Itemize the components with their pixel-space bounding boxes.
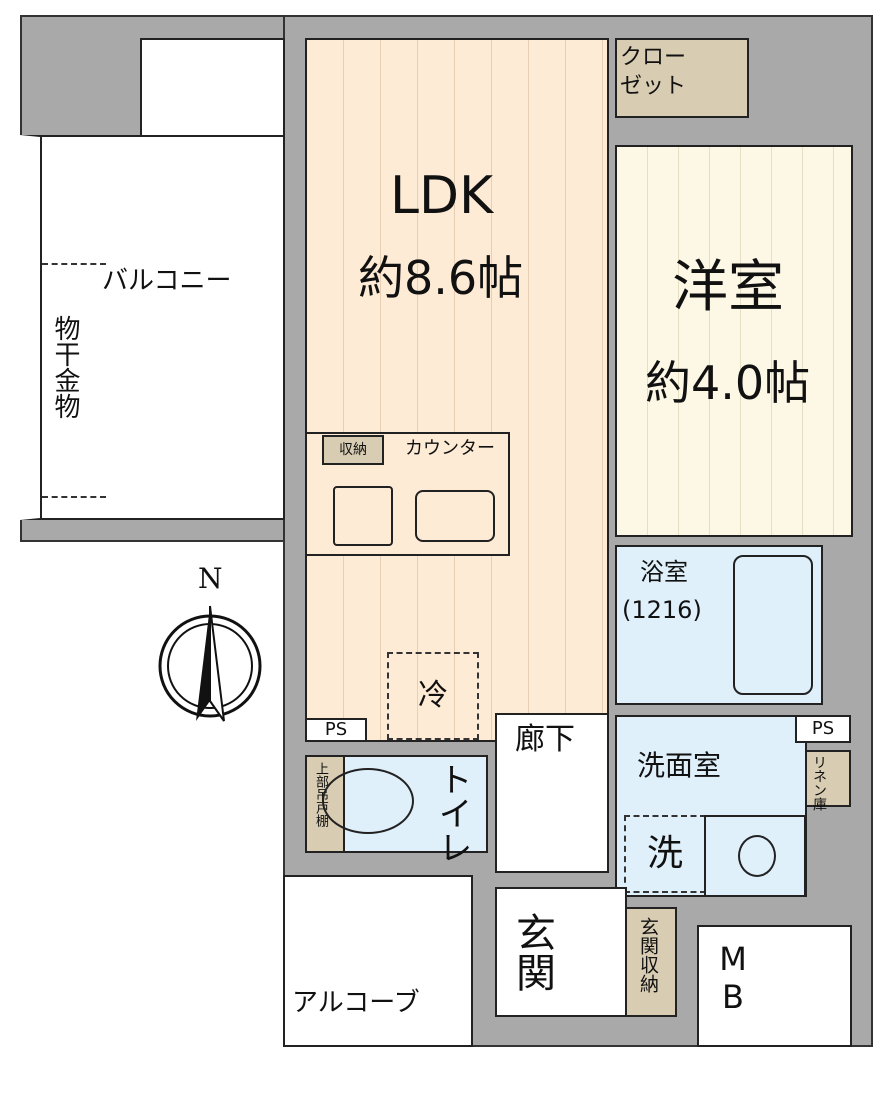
stove-icon — [333, 486, 393, 546]
washroom-label: 洗面室 — [637, 749, 722, 782]
hallway — [495, 713, 609, 873]
washer-space: 洗 — [624, 815, 706, 893]
western-size: 約4.0帖 — [645, 356, 811, 410]
ldk-size: 約8.6帖 — [358, 251, 524, 305]
ps-right: PS — [795, 715, 851, 743]
drying-hardware-label: 物干金物 — [50, 315, 80, 419]
storage: 収納 — [322, 435, 384, 465]
bath-size: (1216) — [622, 596, 702, 624]
balcony — [20, 135, 285, 520]
north-label: N — [198, 562, 223, 595]
bathtub-icon — [733, 555, 813, 695]
fridge-space: 冷 — [387, 652, 479, 740]
mb-label: MB — [714, 940, 752, 1016]
counter-label: カウンター — [405, 438, 495, 459]
entrance — [495, 887, 627, 1017]
linen-storage — [805, 750, 851, 807]
closet — [615, 38, 749, 118]
room-ldk — [305, 38, 609, 742]
toilet-icon — [322, 768, 414, 834]
room-bath — [615, 545, 823, 705]
closet-label: クローゼット — [620, 45, 687, 99]
toilet-label: トイレ — [432, 762, 472, 864]
bath-label: 浴室 — [640, 558, 688, 586]
balcony-label: バルコニー — [102, 266, 232, 296]
basin-icon — [738, 835, 776, 877]
north-compass-icon: N — [158, 560, 262, 730]
hallway-label: 廊下 — [515, 722, 575, 757]
meter-box — [697, 925, 852, 1047]
entrance-label: 玄関 — [509, 912, 555, 992]
entrance-storage — [625, 907, 677, 1017]
western-label: 洋室 — [672, 255, 784, 320]
ps-left: PS — [305, 718, 367, 742]
alcove — [283, 875, 473, 1047]
sink-icon — [415, 490, 495, 542]
entrance-storage-label: 玄関収納 — [637, 917, 659, 993]
ldk-label: LDK — [390, 166, 494, 226]
linen-label: リネン庫 — [811, 755, 827, 811]
room-western — [615, 145, 853, 537]
washbasin — [704, 815, 806, 897]
alcove-label: アルコーブ — [292, 988, 420, 1018]
